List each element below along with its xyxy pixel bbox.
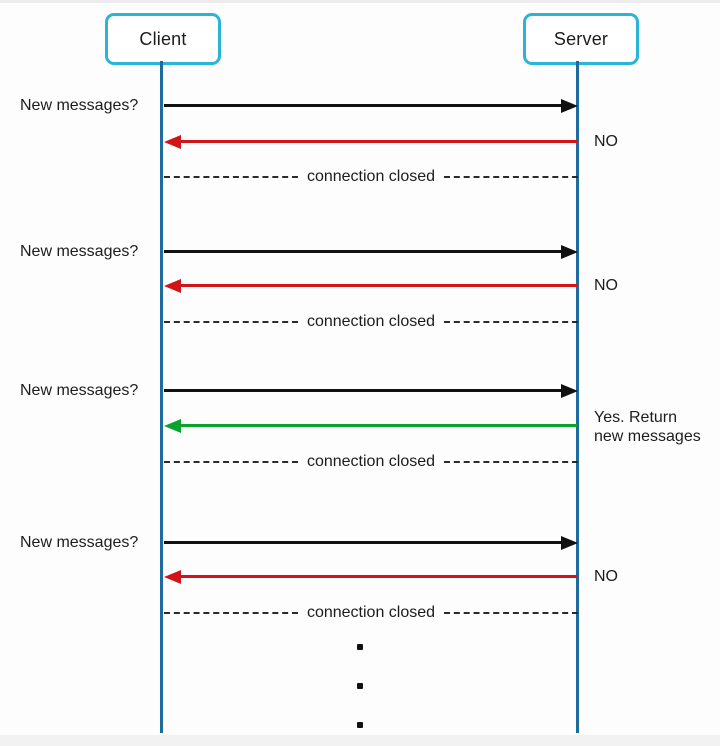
dashed-line-left bbox=[164, 321, 298, 323]
arrow-line bbox=[177, 140, 577, 143]
response-label: Yes. Return new messages bbox=[594, 408, 701, 446]
dot bbox=[357, 644, 363, 650]
request-arrow bbox=[164, 99, 578, 113]
response-label: NO bbox=[594, 277, 618, 294]
actor-label-client: Client bbox=[139, 28, 187, 49]
response-label-line-1: Yes. Return bbox=[594, 409, 678, 426]
dashed-line-left bbox=[164, 461, 298, 463]
response-label: NO bbox=[594, 568, 618, 585]
arrowhead-right-icon bbox=[561, 384, 578, 398]
connection-closed-line: connection closed bbox=[164, 311, 578, 333]
request-label: New messages? bbox=[20, 382, 139, 399]
arrow-line bbox=[177, 424, 577, 427]
request-arrow bbox=[164, 384, 578, 398]
request-label: New messages? bbox=[20, 97, 139, 114]
arrow-line bbox=[164, 250, 565, 253]
actor-box-server: Server bbox=[523, 13, 639, 65]
arrowhead-right-icon bbox=[561, 99, 578, 113]
arrow-line bbox=[164, 541, 565, 544]
dashed-line-right bbox=[444, 612, 578, 614]
response-arrow-no bbox=[164, 570, 578, 584]
connection-closed-label: connection closed bbox=[306, 313, 436, 330]
connection-closed-label: connection closed bbox=[306, 453, 436, 470]
actor-box-client: Client bbox=[105, 13, 221, 65]
connection-closed-line: connection closed bbox=[164, 602, 578, 624]
dashed-line-left bbox=[164, 176, 298, 178]
actor-label-server: Server bbox=[553, 28, 609, 49]
arrowhead-left-icon bbox=[164, 570, 181, 584]
arrowhead-right-icon bbox=[561, 245, 578, 259]
request-arrow bbox=[164, 245, 578, 259]
request-arrow bbox=[164, 536, 578, 550]
arrow-line bbox=[177, 575, 577, 578]
connection-closed-line: connection closed bbox=[164, 451, 578, 473]
response-label: NO bbox=[594, 133, 618, 150]
request-label: New messages? bbox=[20, 534, 139, 551]
response-label-line-2: new messages bbox=[594, 428, 701, 445]
arrowhead-left-icon bbox=[164, 135, 181, 149]
bottom-edge-strip bbox=[0, 735, 720, 746]
connection-closed-label: connection closed bbox=[306, 168, 436, 185]
continuation-dots bbox=[357, 644, 363, 728]
dot bbox=[357, 683, 363, 689]
dashed-line-right bbox=[444, 321, 578, 323]
arrow-line bbox=[177, 284, 577, 287]
arrow-line bbox=[164, 104, 565, 107]
connection-closed-label: connection closed bbox=[306, 604, 436, 621]
dashed-line-right bbox=[444, 176, 578, 178]
arrowhead-left-icon bbox=[164, 419, 181, 433]
dashed-line-left bbox=[164, 612, 298, 614]
response-arrow-no bbox=[164, 135, 578, 149]
arrowhead-left-icon bbox=[164, 279, 181, 293]
arrowhead-right-icon bbox=[561, 536, 578, 550]
response-arrow-yes bbox=[164, 419, 578, 433]
connection-closed-line: connection closed bbox=[164, 166, 578, 188]
dashed-line-right bbox=[444, 461, 578, 463]
dot bbox=[357, 722, 363, 728]
lifeline-client bbox=[160, 61, 163, 733]
top-edge-strip bbox=[0, 0, 720, 3]
response-arrow-no bbox=[164, 279, 578, 293]
arrow-line bbox=[164, 389, 565, 392]
request-label: New messages? bbox=[20, 243, 139, 260]
